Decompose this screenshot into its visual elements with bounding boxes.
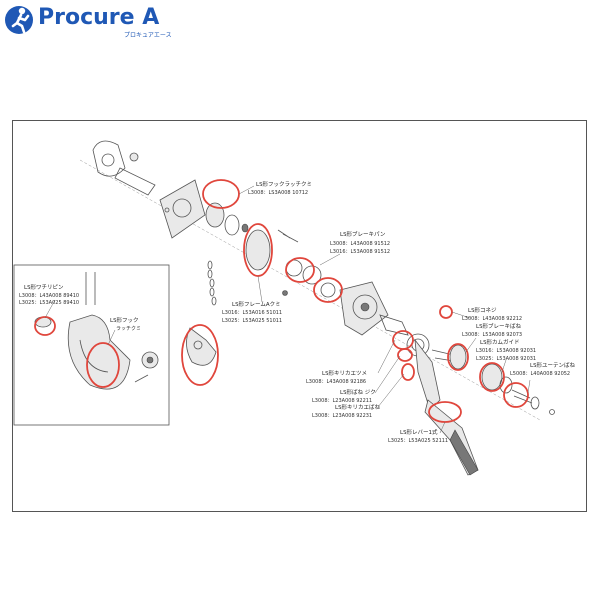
highlight-brake-pawl-1 <box>285 257 315 283</box>
label-kiri-spring-title: LS形キリカエばね <box>335 403 381 411</box>
label-kiri-screw-title: LS形ばね ジク <box>340 388 376 396</box>
label-inset-pin-code-2: L3025：L53A025 89410 <box>19 300 79 306</box>
lever-handle <box>414 338 479 476</box>
cam-guide-parts <box>481 363 555 415</box>
highlight-inset-pin <box>34 316 56 336</box>
label-lever-title: LS形レバー1式 <box>400 428 438 436</box>
label-kiri-washer-title: LS形キリカエツメ <box>322 369 367 377</box>
highlight-uten-spring <box>503 382 529 408</box>
brand-logo: Procure A プロキュアエース <box>4 3 204 39</box>
label-inset-pin-code-1: L3008：L43A008 89410 <box>19 293 79 299</box>
label-kiri-spring-code: L3008：L23A008 92231 <box>312 413 372 419</box>
highlight-ratchet-nut <box>439 305 453 319</box>
highlight-cam-guide <box>479 362 505 392</box>
label-frame-a-code-2: L3025：L53A025 51011 <box>222 318 282 324</box>
label-ratchet-nut-title: LS形コネジ <box>468 306 497 314</box>
label-hook-latch-code: L3008：LS3A008 10712 <box>248 190 308 196</box>
label-brake-spring-title: LS形ブレーキばね <box>476 322 522 330</box>
brand-name: Procure A <box>38 5 160 30</box>
label-uten-spring-title: LS形ユーテンばね <box>530 361 576 369</box>
label-cam-guide-code-2: L3025：L53A008 92031 <box>476 356 536 362</box>
label-brake-pawl-code-2: L3016：L53A008 91512 <box>330 249 390 255</box>
gear-cluster <box>205 202 299 271</box>
label-hook-latch-title: LS形フックラッチクミ <box>256 180 312 188</box>
highlight-brake-pawl-2 <box>313 277 343 303</box>
label-inset-pin-title: LS形ワチリピン <box>24 283 64 291</box>
highlight-screw <box>397 348 413 362</box>
running-person-icon <box>5 6 33 34</box>
label-kiri-screw-code: L3008：L23A008 92211 <box>312 398 372 404</box>
label-brake-spring-code: L3008：L53A008 92073 <box>462 332 522 338</box>
label-inset-hook-title: LS形フック <box>110 316 139 324</box>
label-brake-pawl-code-1: L3008：L43A008 91512 <box>330 241 390 247</box>
label-cam-guide-title: LS形カムガイド <box>480 338 520 346</box>
top-hook-part <box>92 140 156 196</box>
brand-tagline: プロキュアエース <box>124 32 172 39</box>
label-inset-hook-code: ラッチクミ <box>116 326 141 332</box>
diagram-frame <box>12 120 587 512</box>
assembly-axis <box>79 159 541 421</box>
label-brake-pawl-title: LS形ブレーキパン <box>340 230 386 238</box>
bottom-hook-part <box>186 327 217 366</box>
highlight-bottom-hook <box>181 324 219 386</box>
label-lever-code: L3025：L53A025 52111 <box>388 438 448 444</box>
label-frame-a-title: LS形フレームAクミ <box>232 300 281 308</box>
label-kiri-washer-code: L3008：L43A008 92186 <box>306 379 366 385</box>
load-chain <box>207 260 217 306</box>
highlight-inset-hook <box>86 342 120 388</box>
highlight-brake-spring <box>447 343 469 371</box>
label-frame-a-code-1: L3016：L53A016 51011 <box>222 310 282 316</box>
label-uten-spring-code: L5008：L40A008 92052 <box>510 371 570 377</box>
front-frame-plate <box>339 281 409 336</box>
back-frame-plate <box>159 179 206 239</box>
label-cam-guide-code-1: L3016：L53A008 92031 <box>476 348 536 354</box>
highlight-spring <box>401 363 415 381</box>
label-ratchet-nut-code: L3008：L43A008 92212 <box>462 316 522 322</box>
highlight-hook-latch <box>202 179 240 209</box>
